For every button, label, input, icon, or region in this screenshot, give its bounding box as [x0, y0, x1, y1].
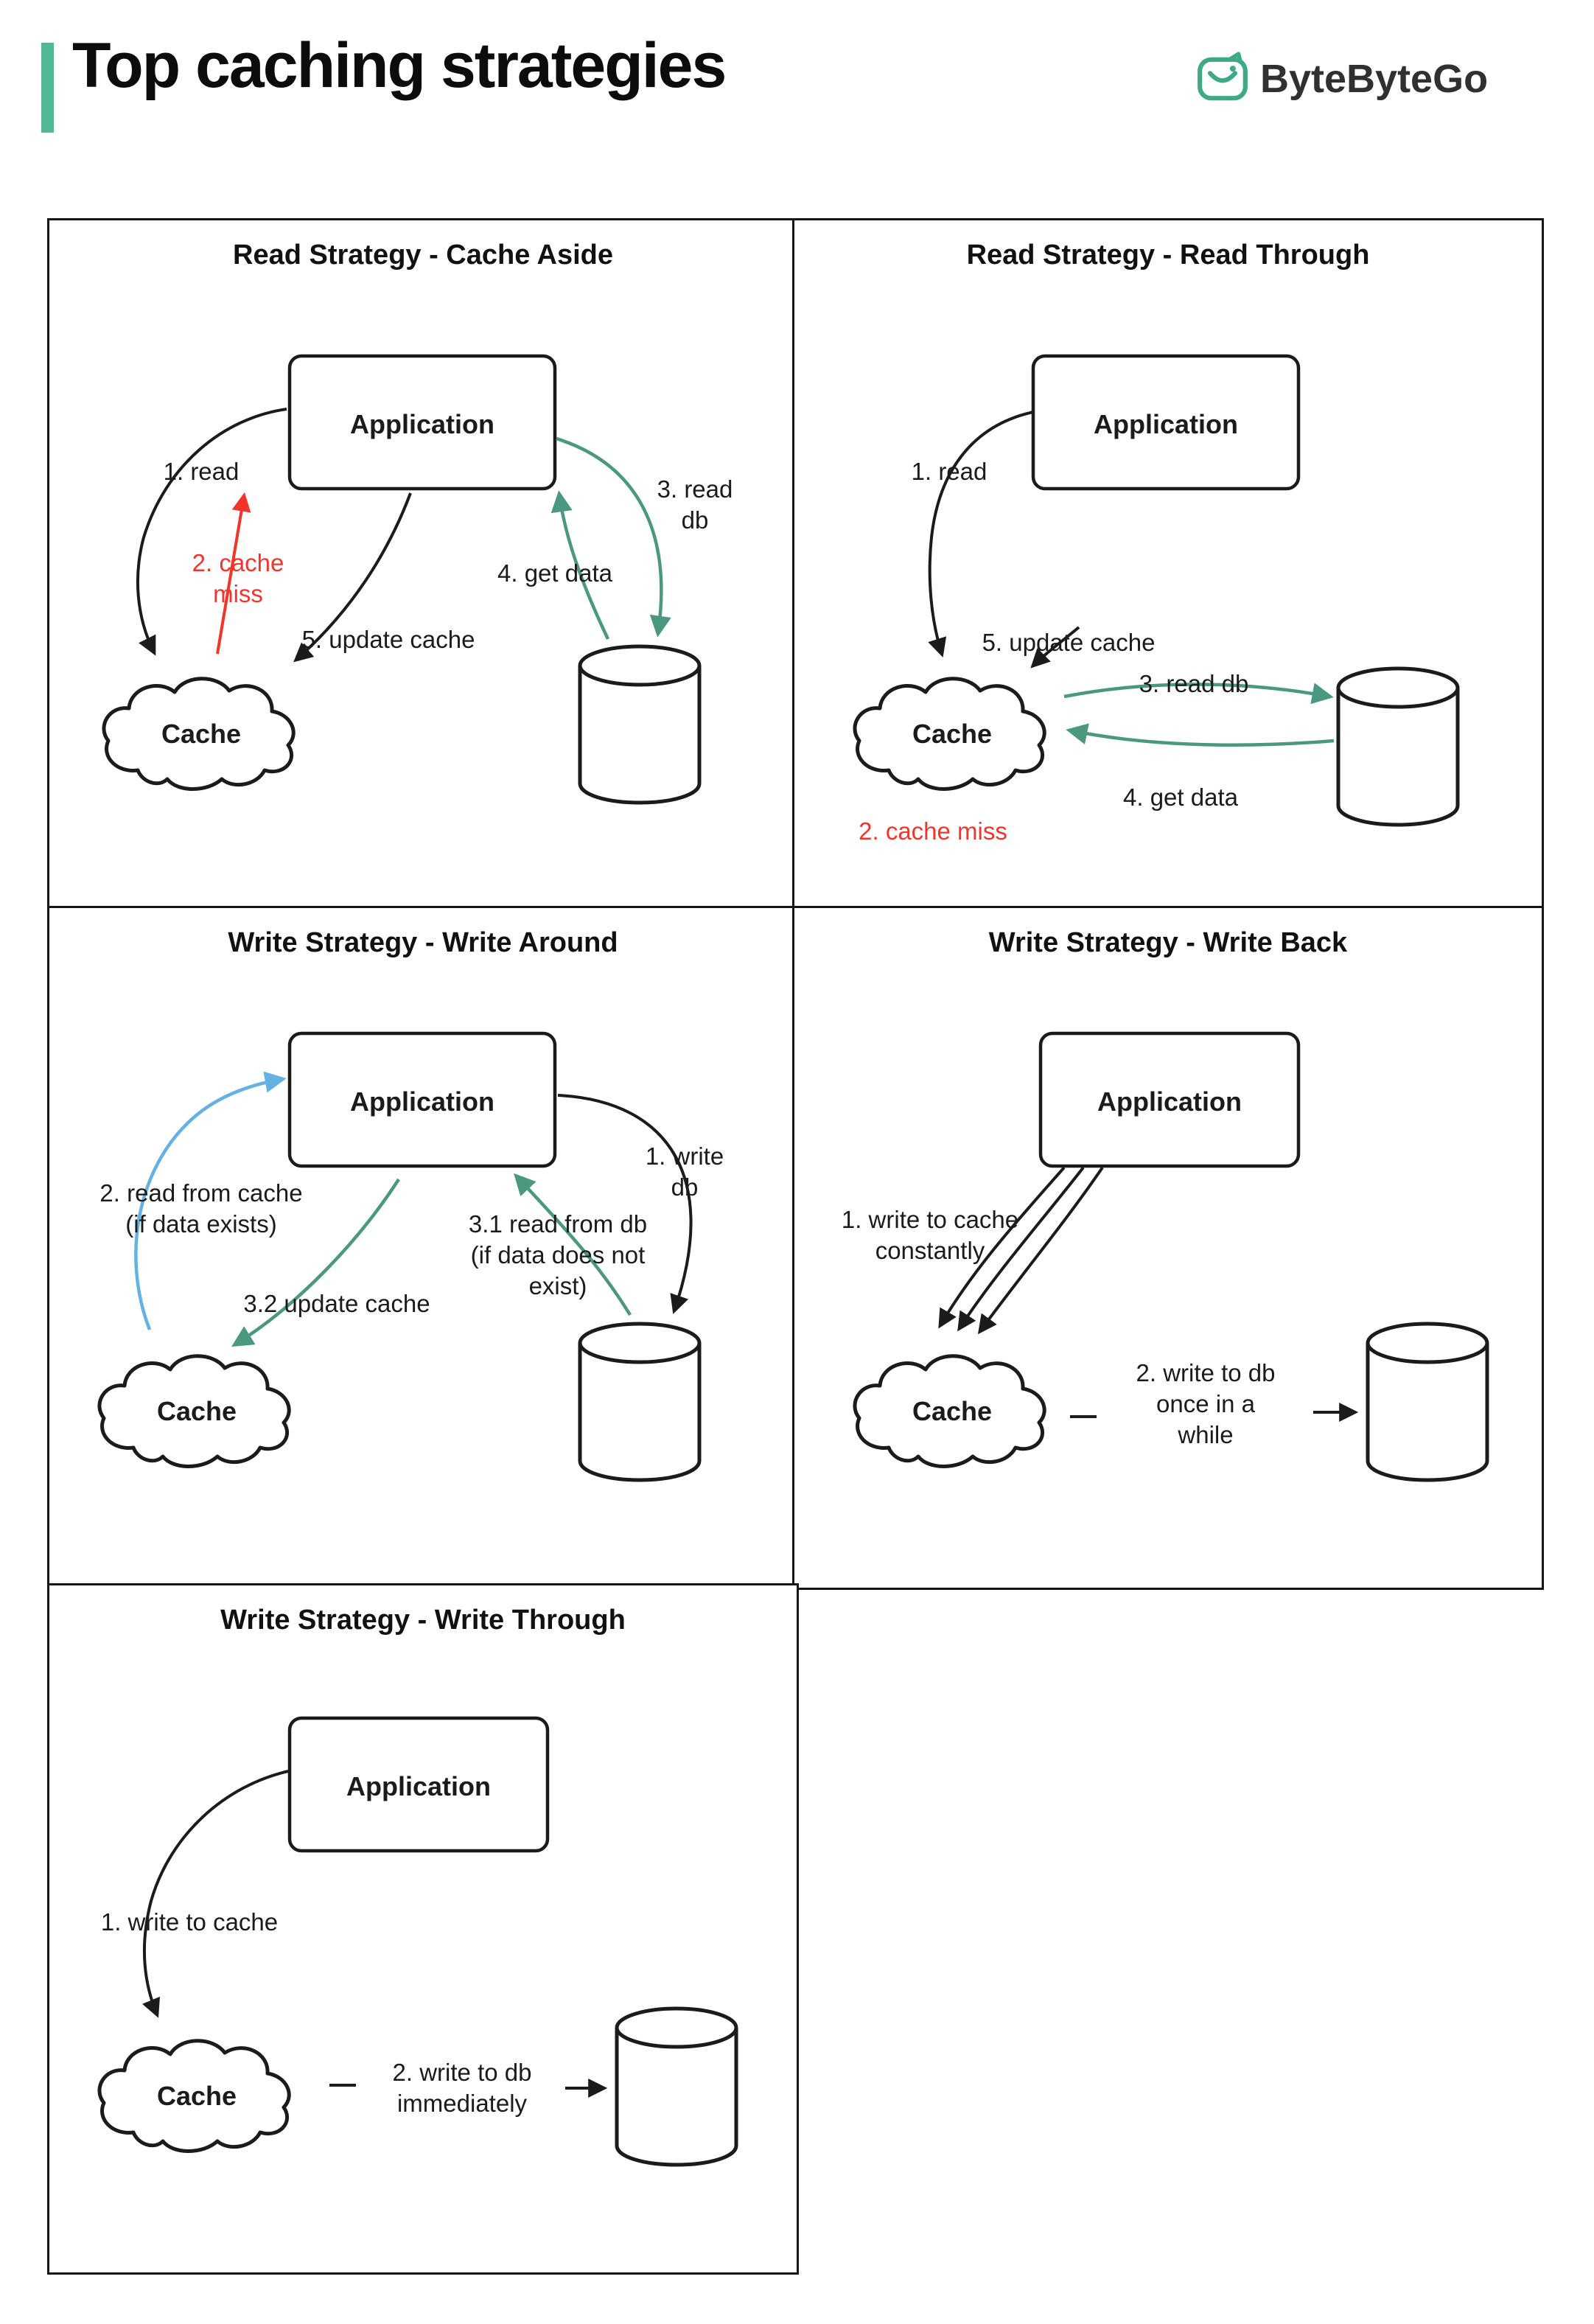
cache-label: Cache [912, 719, 993, 749]
application-label: Application [1097, 1086, 1242, 1117]
write-cache-arrow-2 [957, 1166, 1085, 1332]
step-label-write-cache: 1. write to cache constantly [841, 1206, 1019, 1264]
application-label: Application [1094, 409, 1238, 439]
write-around-diagram [49, 1031, 792, 1583]
read-arrow [136, 408, 287, 656]
application-box [287, 1716, 550, 1853]
write-cache-arrow-3 [977, 1166, 1104, 1335]
panel-write-through: Write Strategy - Write Through Applicati… [47, 1583, 799, 2275]
application-box [1031, 354, 1301, 491]
get-data-arrow [1066, 723, 1335, 747]
panel-title: Write Strategy - Write Through [220, 1605, 626, 1636]
get-data-arrow [550, 490, 610, 640]
write-through-diagram [49, 1716, 792, 2268]
cache-label: Cache [912, 1396, 993, 1426]
application-box [1038, 1031, 1301, 1168]
title-accent-bar [41, 43, 54, 133]
page-title: Top caching strategies [72, 30, 727, 101]
step-label-get-data: 4. get data [497, 559, 612, 587]
application-box [287, 1031, 557, 1168]
cache-label: Cache [156, 1396, 237, 1426]
application-label: Application [350, 1086, 494, 1117]
read-db-arrow [1063, 683, 1334, 705]
cache-label: Cache [156, 2081, 237, 2111]
read-db-arrow [556, 436, 671, 638]
step-label-read: 1. read [163, 458, 240, 485]
step-label-read-db: 3. read db [657, 475, 733, 534]
step-label-write-db: 2. write to db once in a while [1136, 1359, 1276, 1448]
write-cache-arrow-1 [938, 1166, 1066, 1329]
brand-bird-icon [1198, 52, 1248, 101]
database-icon [580, 1324, 699, 1480]
application-label: Application [346, 1771, 491, 1801]
read-arrow [928, 411, 1034, 657]
read-through-diagram [794, 354, 1537, 906]
database-icon [617, 2009, 736, 2165]
cache-label: Cache [161, 719, 242, 749]
write-db-arrow [557, 1094, 693, 1314]
application-label: Application [350, 409, 494, 439]
step-label-update-cache: 5. update cache [982, 629, 1156, 656]
panel-title: Read Strategy - Read Through [966, 240, 1370, 271]
step-label-write-cache: 1. write to cache [100, 1908, 279, 1936]
read-from-db-arrow [514, 1173, 632, 1316]
database-icon [1338, 669, 1458, 825]
database-icon [580, 646, 699, 803]
brand-name: ByteByteGo [1260, 57, 1489, 101]
application-box [287, 354, 557, 491]
read-from-cache-arrow [134, 1071, 287, 1330]
panel-title: Read Strategy - Cache Aside [233, 240, 613, 271]
step-label-get-data: 4. get data [1123, 784, 1238, 811]
step-label-read: 1. read [911, 458, 987, 485]
step-label-read-cache: 2. read from cache (if data exists) [99, 1179, 303, 1238]
panel-title: Write Strategy - Write Back [988, 927, 1348, 958]
panel-write-around: Write Strategy - Write Around Applicatio… [47, 906, 799, 1590]
write-back-diagram [794, 1031, 1537, 1583]
write-cache-arrow [142, 1770, 289, 2018]
step-label-update-cache: 5. update cache [301, 626, 475, 653]
cache-miss-arrow [216, 492, 251, 655]
database-icon [1368, 1324, 1487, 1480]
brand-logo: ByteByteGo [1195, 52, 1488, 106]
step-label-update-cache: 3.2 update cache [243, 1290, 430, 1317]
step-label-read-db: 3.1 read from db (if data does not exist… [468, 1210, 648, 1299]
panel-write-back: Write Strategy - Write Back Application … [792, 906, 1544, 1590]
cache-aside-diagram [49, 354, 792, 906]
step-label-write-db: 1. write db [645, 1142, 724, 1201]
update-cache-arrow [293, 492, 412, 663]
panel-title: Write Strategy - Write Around [228, 927, 618, 958]
panel-cache-aside: Read Strategy - Cache Aside Application … [47, 218, 799, 912]
step-label-cache-miss: 2. cache miss [859, 817, 1007, 845]
panel-read-through: Read Strategy - Read Through Application… [792, 218, 1544, 912]
step-label-write-db: 2. write to db immediately [392, 2059, 532, 2117]
update-cache-arrow [1030, 626, 1080, 669]
step-label-cache-miss: 2. cache miss [192, 549, 284, 607]
update-cache-arrow [231, 1178, 400, 1347]
step-label-read-db: 3. read db [1139, 670, 1249, 697]
